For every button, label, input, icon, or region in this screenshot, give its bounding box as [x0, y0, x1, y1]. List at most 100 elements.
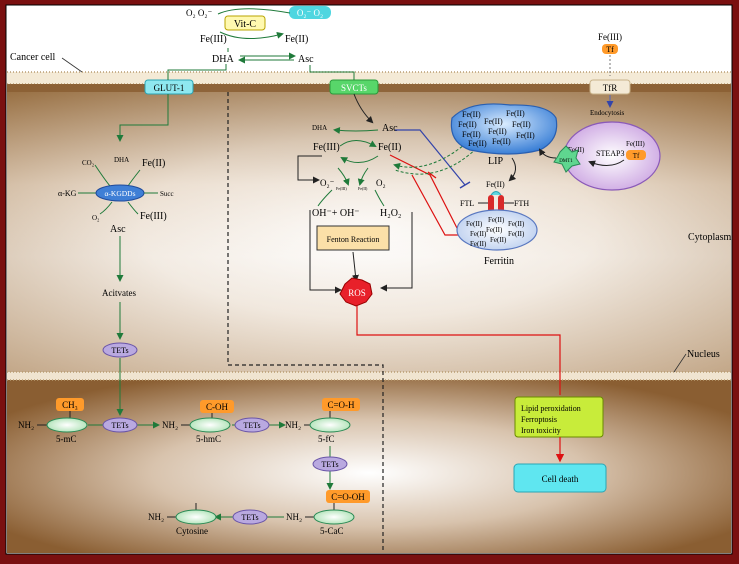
- coh2-box: [322, 398, 360, 411]
- nuc-cytosine: Cytosine: [176, 526, 208, 536]
- coh-box: [200, 400, 234, 413]
- outcome-item-1: Ferroptosis: [521, 415, 557, 424]
- ch3-box: [56, 398, 84, 411]
- lip-item-4: Fe(II): [488, 127, 507, 136]
- nuc-coh2: C=O-H: [327, 400, 355, 410]
- ferr-item-6: Fe(II): [508, 230, 525, 238]
- cytosine-5fc: [309, 417, 351, 433]
- nuc-tets-3: TETs: [321, 460, 338, 469]
- tf-label: Tf: [606, 45, 614, 54]
- lp-akg: α-KG: [58, 189, 77, 198]
- ferr-item-7: Fe(II): [470, 240, 487, 248]
- mid-ros: ROS: [348, 288, 366, 298]
- tets-enzyme-2: [234, 417, 270, 433]
- nuc-coh: C-OH: [206, 402, 228, 412]
- lp-fe3: Fe(III): [140, 211, 167, 222]
- fenton-reaction-box: [316, 225, 390, 251]
- ferritin-label: Ferritin: [484, 256, 514, 267]
- glut1-transporter: [144, 79, 194, 95]
- nuc-nh2-1: NH₂: [18, 420, 34, 430]
- ferr-ftl: FTL: [460, 199, 474, 208]
- svcts-label: SVCTs: [341, 83, 367, 93]
- mid-h2o2: H₂O₂: [380, 208, 401, 219]
- mid-oh: OH⁻+ OH⁻: [312, 208, 360, 219]
- cytosine-5cac: [313, 509, 355, 525]
- nuc-nh2-4: NH₂: [286, 512, 302, 522]
- nuc-5cac: 5-CaC: [320, 526, 344, 536]
- cytosine-5hmc: [189, 417, 231, 433]
- tf-fe3: Fe(III): [598, 32, 622, 42]
- top-dha: DHA: [212, 54, 234, 65]
- cytoplasm-label: Cytoplasm: [688, 232, 732, 243]
- cancer-cell-label: Cancer cell: [10, 52, 55, 63]
- ferr-item-0: Fe(II): [466, 220, 483, 228]
- lip-item-9: Fe(II): [468, 139, 487, 148]
- tfr-label: TfR: [603, 83, 618, 93]
- endo-fe3: Fe(III): [626, 140, 645, 148]
- nuc-5hmc: 5-hmC: [196, 434, 221, 444]
- mid-asc: Asc: [382, 123, 398, 134]
- ferr-item-2: Fe(II): [488, 216, 505, 224]
- ferr-fe2-top: Fe(II): [486, 180, 505, 189]
- ferr-item-5: Fe(II): [508, 220, 525, 228]
- cell-death-label: Cell death: [542, 474, 579, 484]
- o2-left: O₂ O₂⁻: [186, 8, 213, 18]
- top-fe2: Fe(II): [285, 34, 308, 45]
- endo-dmt1: DMT1: [559, 159, 573, 164]
- nuc-nh2-5: NH₂: [148, 512, 164, 522]
- mid-dha: DHA: [312, 124, 327, 132]
- nuc-nh2-3: NH₂: [285, 420, 301, 430]
- mid-fe2: Fe(II): [378, 142, 401, 153]
- lp-co2: CO₂: [82, 159, 95, 167]
- endo-tf-box: [626, 150, 646, 160]
- lp-tets: TETs: [111, 346, 128, 355]
- ferritin-shell: [456, 209, 538, 251]
- ros-burst: [339, 277, 373, 307]
- lp-dha: DHA: [114, 156, 129, 164]
- o2-right: O₂⁻ O₂: [297, 8, 323, 18]
- lip-item-7: Fe(II): [512, 120, 531, 129]
- lip-item-5: Fe(II): [492, 137, 511, 146]
- lp-fe2: Fe(II): [142, 158, 165, 169]
- vitc-label: Vit-C: [234, 19, 257, 30]
- outcome-box: [514, 396, 604, 438]
- lip-item-2: Fe(II): [462, 130, 481, 139]
- nuc-nh2-2: NH₂: [162, 420, 178, 430]
- lp-asc: Asc: [110, 224, 126, 235]
- tf-box: [602, 44, 618, 54]
- lip-item-3: Fe(II): [484, 117, 503, 126]
- tets-enzyme-3: [312, 456, 348, 472]
- dmt1-transporter: [553, 145, 581, 173]
- mid-fe2-small: Fe(II): [358, 186, 368, 191]
- endo-tf: Tf: [633, 152, 640, 160]
- tfr-receptor: [589, 79, 631, 95]
- nuc-tets-1: TETs: [111, 421, 128, 430]
- top-asc: Asc: [298, 54, 314, 65]
- cell-death-box: [513, 463, 607, 493]
- endo-steap3: STEAP3: [596, 149, 624, 158]
- nuc-tets-2: TETs: [243, 421, 260, 430]
- o2-right-box: [289, 6, 331, 19]
- lip-item-1: Fe(II): [458, 120, 477, 129]
- endocytosis-label: Endocytosis: [590, 109, 624, 117]
- top-fe3: Fe(III): [200, 34, 227, 45]
- lip-item-6: Fe(II): [506, 109, 525, 118]
- lp-succ: Succ: [160, 190, 174, 198]
- cytosine-plain: [175, 509, 217, 525]
- lp-akgdd: α-KGDDs: [104, 189, 135, 198]
- nuc-5mc: 5-mC: [56, 434, 77, 444]
- tets-enzyme-4: [232, 509, 268, 525]
- dashed-divider: [227, 92, 384, 553]
- ferr-item-3: Fe(II): [486, 226, 503, 234]
- ferr-fth: FTH: [514, 199, 529, 208]
- nuc-5fc: 5-fC: [318, 434, 335, 444]
- tets-enzyme-1: [102, 417, 138, 433]
- outcome-item-0: Lipid peroxidation: [521, 404, 581, 413]
- lip-item-8: Fe(II): [516, 131, 535, 140]
- mid-fe3: Fe(III): [313, 142, 340, 153]
- lip-pool: [450, 103, 558, 155]
- cytosine-5mc: [46, 417, 88, 433]
- ferr-item-4: Fe(II): [490, 236, 507, 244]
- outcome-item-2: Iron toxicity: [521, 426, 561, 435]
